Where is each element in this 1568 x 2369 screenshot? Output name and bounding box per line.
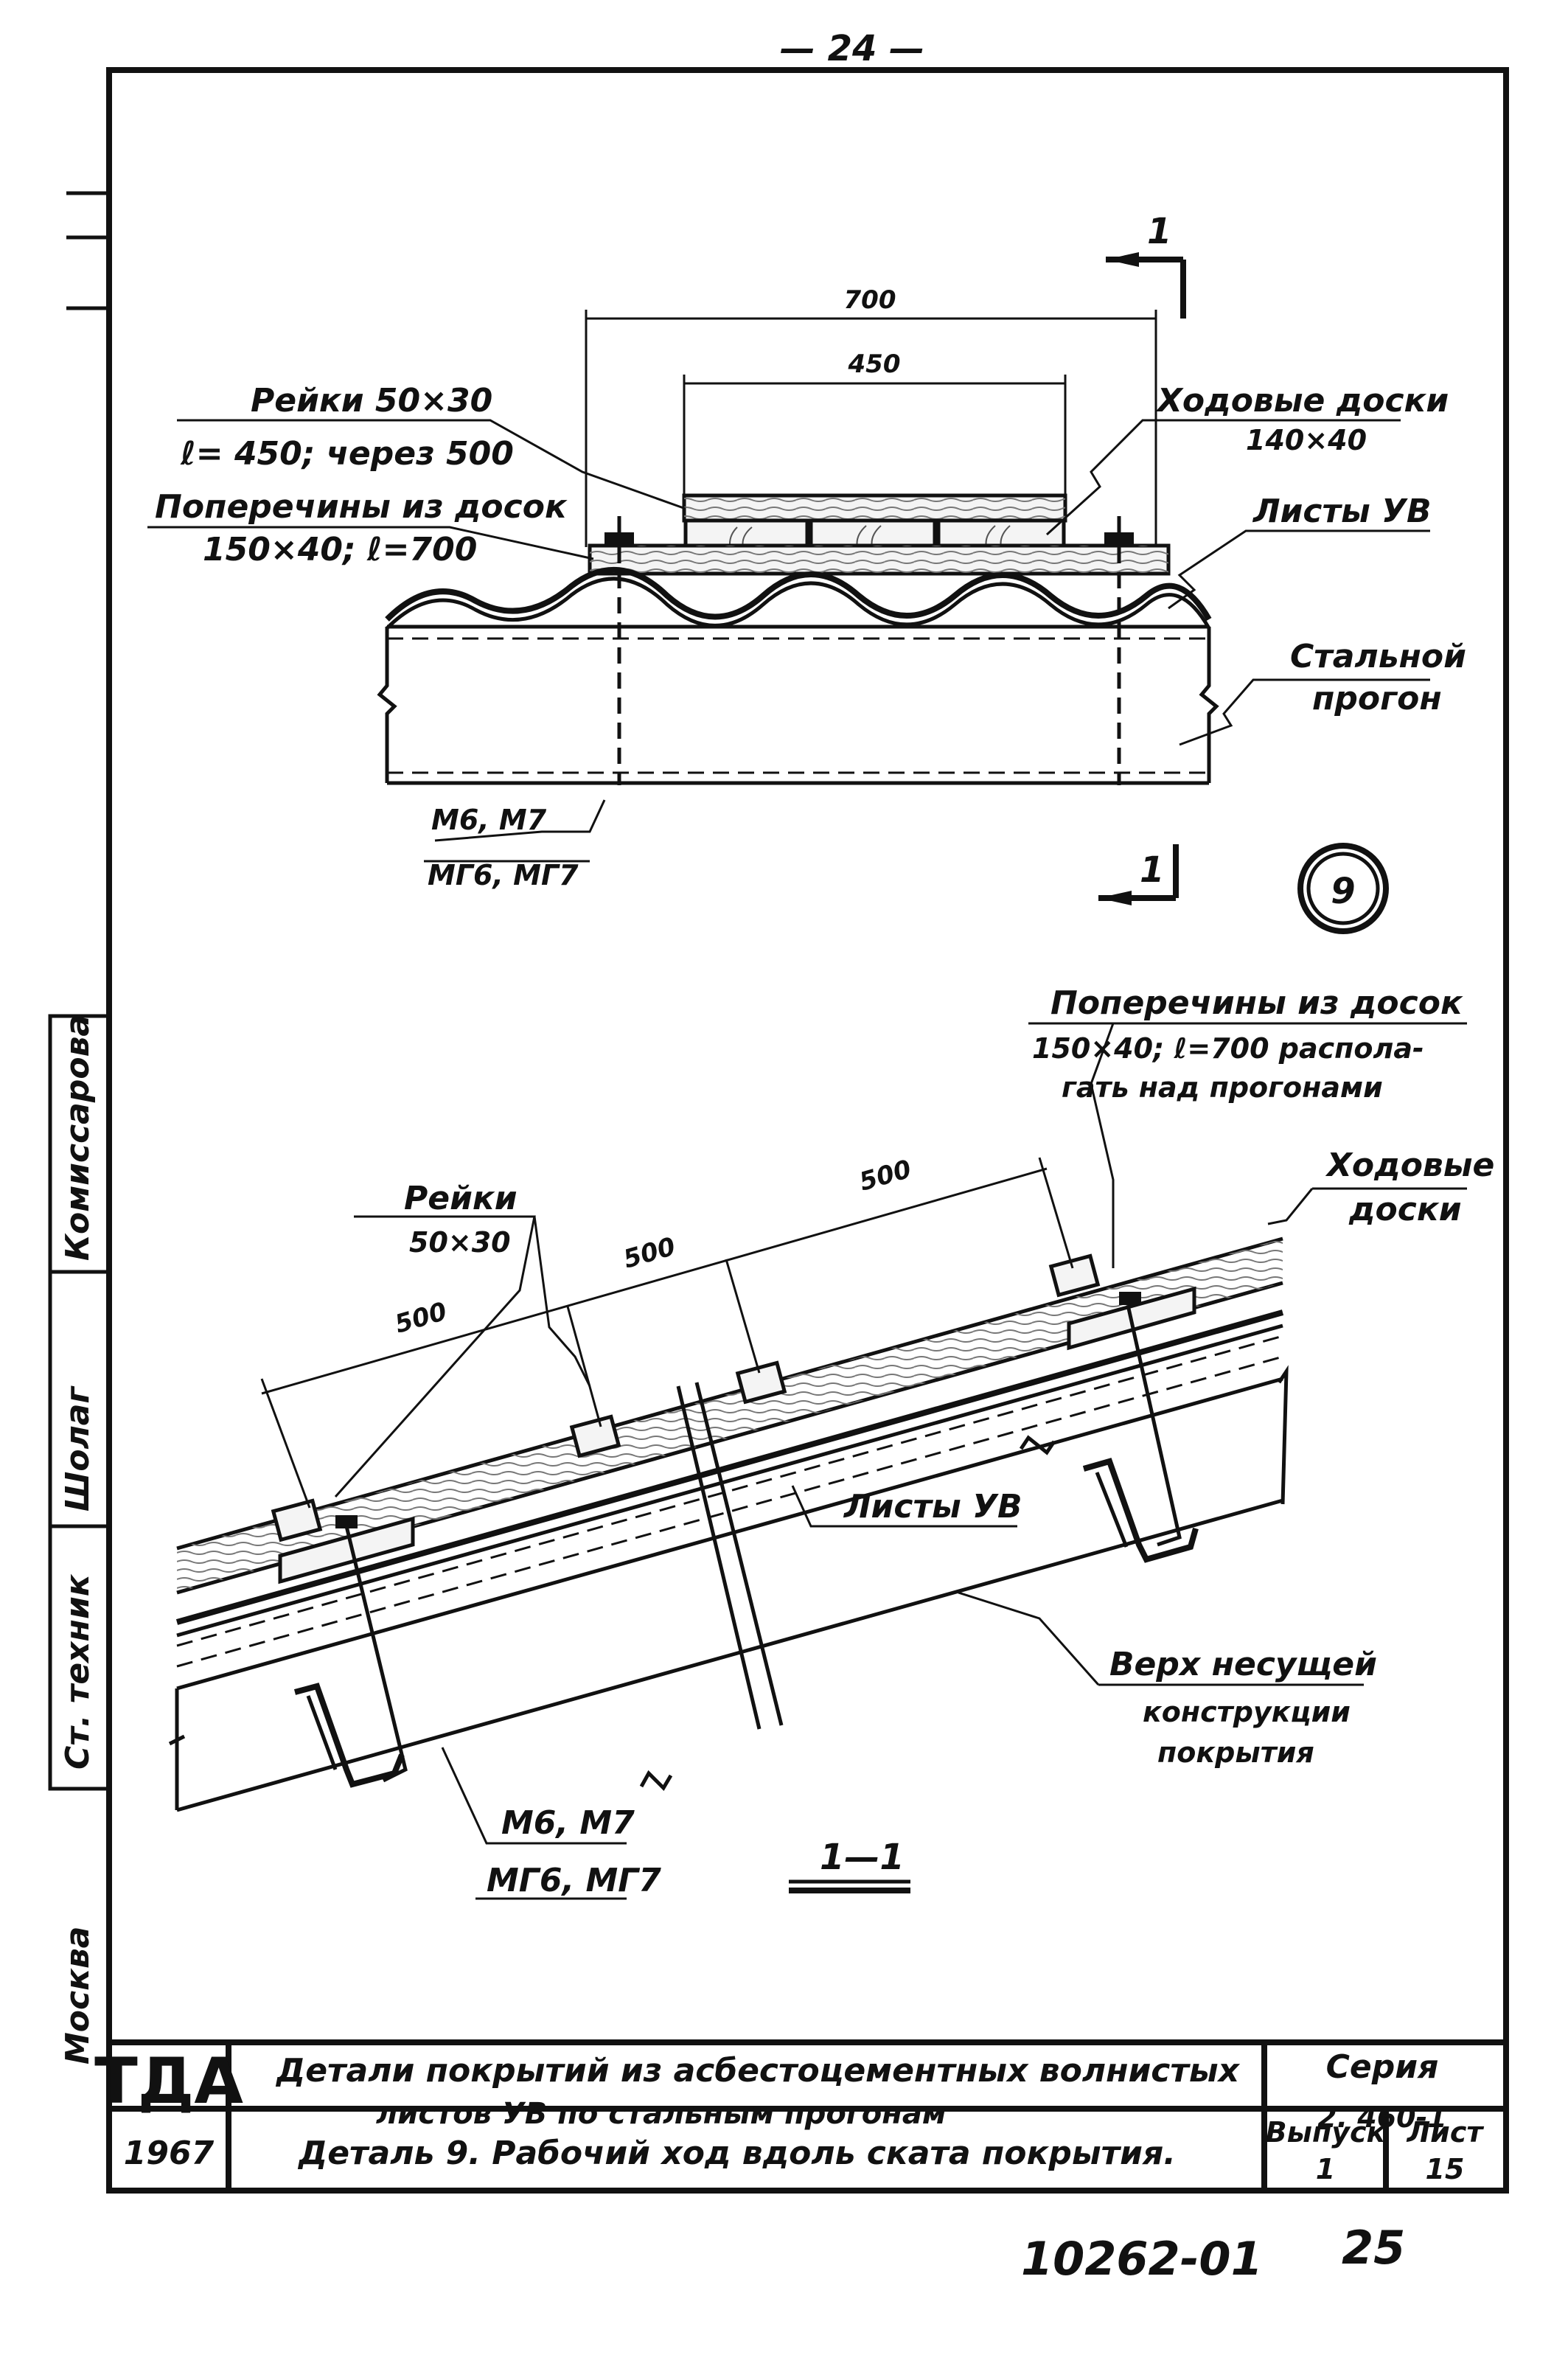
footer-doc-number: 10262-01 — [1021, 2232, 1263, 2286]
sec-structure-sub1: конструкции — [1143, 1696, 1351, 1728]
title-detail: Деталь 9. Рабочий ход вдоль ската покрыт… — [297, 2135, 1176, 2172]
dim-700-text: 700 — [844, 285, 896, 315]
section-mark-top: 1 — [1147, 211, 1171, 252]
side-stamp-city: Москва — [59, 1927, 97, 2065]
section-title: 1—1 — [820, 1837, 905, 1878]
structure-line-top — [176, 1377, 1283, 1691]
plan-rails-label: Рейки 50×30 — [251, 382, 492, 420]
plan-crossbars-label: Поперечины из досок — [155, 488, 568, 526]
sec-crossbars-label: Поперечины из досок — [1050, 984, 1463, 1022]
rail-block-4 — [1048, 1253, 1101, 1298]
structure-line-low — [176, 1498, 1283, 1812]
side-stamp-role: Ст. техник — [59, 1573, 97, 1770]
bolt-right — [1126, 1304, 1182, 1547]
sheet-frame — [48, 67, 1509, 2194]
sec-structure-sub2: покрытия — [1157, 1736, 1314, 1769]
series-label: Серия — [1326, 2048, 1439, 2086]
section-view: 500 500 500 Поперечины из досок 150×40; … — [168, 984, 1494, 1900]
plan-bolts-sub: МГ6, МГ7 — [428, 859, 579, 891]
sec-walk-boards-label: Ходовые — [1325, 1147, 1494, 1184]
detail-circle — [1297, 843, 1389, 934]
dim-a-text: 500 — [391, 1297, 450, 1340]
sec-rails-sub: 50×30 — [409, 1226, 511, 1259]
side-stamp-name: Комиссарова — [59, 1015, 97, 1261]
nut-left — [604, 532, 634, 547]
sec-rails-label: Рейки — [404, 1180, 518, 1217]
bolt-left — [344, 1526, 408, 1783]
dim-c-text: 500 — [856, 1155, 914, 1197]
plan-sheets-label: Листы УВ — [1252, 493, 1432, 530]
series-value: 2. 460-1 — [1317, 2101, 1447, 2134]
rail-block-1 — [271, 1498, 323, 1542]
plan-purlin-sub: прогон — [1312, 680, 1442, 717]
sec-walk-boards-sub: доски — [1348, 1191, 1462, 1228]
plan-crossbars-sub: 150×40; ℓ=700 — [203, 531, 477, 568]
plan-purlin-label: Стальной — [1290, 638, 1466, 675]
dim-450-text: 450 — [848, 349, 901, 379]
sec-bolts-sub: МГ6, МГ7 — [487, 1862, 661, 1899]
crossbar-block-left — [278, 1516, 415, 1584]
side-stamp-box — [48, 1014, 111, 1791]
dim-chain-line — [261, 1167, 1048, 1395]
sec-structure-label: Верх несущей — [1109, 1646, 1377, 1683]
sec-sheets-label: Листы УВ — [843, 1488, 1022, 1526]
corrugated-sheet — [385, 566, 1212, 622]
title-year: 1967 — [124, 2135, 215, 2172]
title-line1: Детали покрытий из асбестоцементных волн… — [275, 2052, 1241, 2090]
rail-block-2 — [569, 1414, 621, 1458]
sheet-value: 15 — [1426, 2153, 1465, 2185]
sheet-label: Лист — [1407, 2116, 1485, 2149]
plan-bolts-label: М6, М7 — [431, 804, 547, 836]
footer-page: 25 — [1342, 2221, 1405, 2275]
title-block — [109, 2039, 1506, 2191]
nut-right — [1104, 532, 1134, 547]
sec-crossbars-sub2: гать над прогонами — [1062, 1071, 1383, 1104]
sheet-layer-top — [175, 1309, 1284, 1625]
plan-walk-boards-label: Ходовые доски — [1155, 382, 1449, 420]
purlin-profile-right — [1082, 1458, 1199, 1563]
issue-label: Выпуск — [1266, 2116, 1387, 2149]
sec-crossbars-sub1: 150×40; ℓ=700 распола- — [1032, 1032, 1424, 1065]
plan-walk-boards-sub: 140×40 — [1246, 424, 1367, 456]
side-stamp-signature: Шолаг — [59, 1385, 97, 1512]
plan-view: 1 700 450 — [147, 211, 1466, 934]
page-number: — 24 — — [780, 28, 924, 69]
sec-bolts-label: М6, М7 — [501, 1804, 635, 1842]
purlin-profile-left — [293, 1683, 405, 1788]
title-line2: листов УВ по стальным прогонам — [376, 2097, 947, 2131]
section-mark-bottom: 1 — [1140, 849, 1164, 891]
issue-value: 1 — [1316, 2153, 1335, 2185]
dim-b-text: 500 — [620, 1232, 678, 1275]
detail-number: 9 — [1331, 871, 1355, 912]
side-stamp: Ст. техник Шолаг Комиссарова Москва — [59, 1015, 97, 2064]
title-org: ТДА — [94, 2045, 243, 2118]
plan-rails-sub: ℓ= 450; через 500 — [180, 435, 514, 473]
